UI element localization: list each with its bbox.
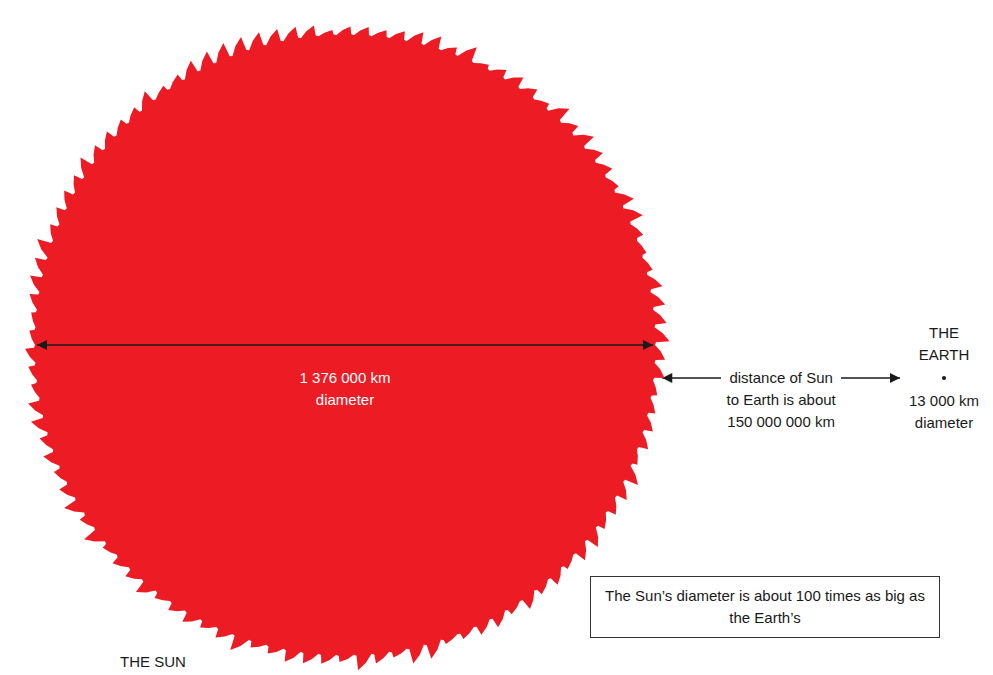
note-box: The Sun’s diameter is about 100 times as… xyxy=(590,576,940,638)
sun-outline xyxy=(33,33,657,657)
earth-dot xyxy=(942,376,946,380)
earth-name: THE EARTH xyxy=(903,322,985,366)
sun-disc: 1 376 000 km diameterTHE SUN xyxy=(33,33,657,657)
earth-dot: THE EARTH 13 000 km diameter xyxy=(903,322,985,434)
earth-symbol xyxy=(903,366,985,390)
dimension-label: 1 376 000 km diameter xyxy=(290,367,400,411)
note-text: The Sun’s diameter is about 100 times as… xyxy=(605,585,925,629)
sun-fill xyxy=(25,25,669,670)
dimension-label: 13 000 km diameter xyxy=(903,390,985,434)
sun-name: THE SUN xyxy=(93,651,213,673)
distance-label: distance of Sun to Earth is about 150 00… xyxy=(721,367,841,433)
diameter-arrow xyxy=(37,344,653,346)
